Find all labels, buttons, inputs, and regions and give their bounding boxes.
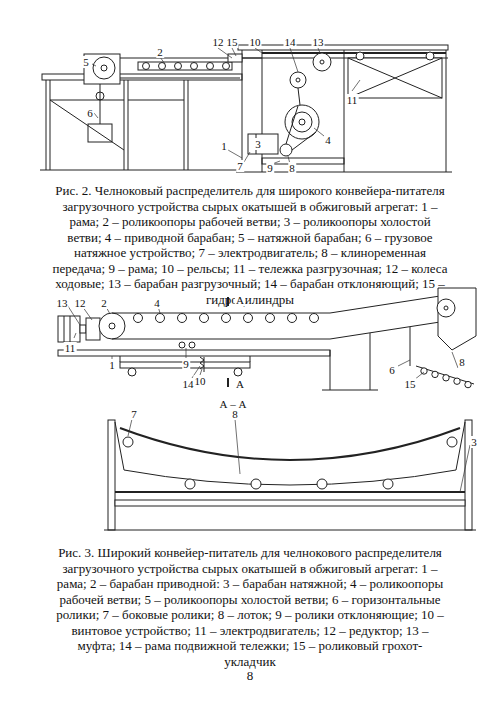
- callout-number: 2: [156, 46, 164, 58]
- page-number: 8: [247, 668, 254, 683]
- callout-number: 10: [249, 36, 262, 48]
- callout-number: 4: [324, 134, 332, 146]
- callout-number: 3: [254, 138, 262, 150]
- figure-caption: Рис. 3. Широкий конвейер-питатель для че…: [52, 545, 448, 669]
- callout-number: 1: [220, 140, 228, 152]
- callout-number: А: [235, 294, 245, 306]
- callout-number: 1: [108, 359, 116, 371]
- callout-number: 10: [194, 375, 207, 387]
- callout-number: А: [235, 378, 245, 390]
- callout-number: 8: [231, 408, 239, 420]
- callout-number: 15: [226, 36, 239, 48]
- callout-number: 12: [74, 297, 87, 309]
- callout-number: 13: [312, 36, 325, 48]
- shuttle-distributor: [40, 45, 452, 172]
- callout-number: 7: [130, 408, 138, 420]
- callout-number: 8: [288, 162, 296, 174]
- callout-number: 8: [458, 356, 466, 368]
- callout-number: 14: [182, 378, 195, 390]
- callout-number: 12: [212, 36, 225, 48]
- callout-number: 6: [388, 364, 396, 376]
- figure-caption: Рис. 2. Челноковый распределитель для ши…: [52, 183, 448, 307]
- callout-number: 7: [236, 160, 244, 172]
- callout-number: 11: [346, 94, 359, 106]
- callout-number: 4: [153, 297, 161, 309]
- callout-number: 15: [404, 378, 417, 390]
- callout-number: 6: [86, 107, 94, 119]
- section-a-a: [104, 419, 476, 530]
- callout-number: 11: [64, 342, 77, 354]
- callout-number: 14: [284, 36, 297, 48]
- callout-number: 9: [182, 358, 190, 370]
- callout-number: 9: [266, 162, 274, 174]
- callout-number: 5: [82, 56, 90, 68]
- callout-number: 2: [100, 297, 108, 309]
- callout-number: 13: [56, 297, 69, 309]
- callout-number: 3: [470, 436, 478, 448]
